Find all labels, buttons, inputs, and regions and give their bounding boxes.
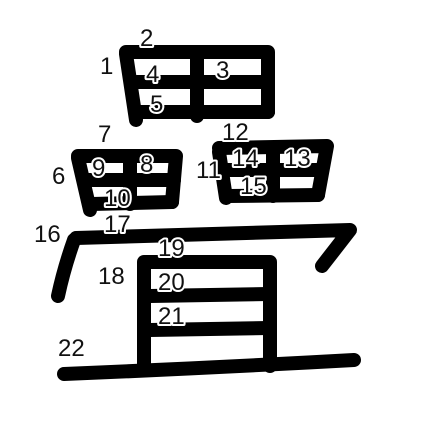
- stroke-number-4: 4: [146, 61, 159, 88]
- stroke-17: [69, 223, 357, 273]
- stroke-number-10: 10: [104, 185, 131, 212]
- stroke-number-2: 2: [140, 25, 153, 52]
- stroke-number-13: 13: [284, 145, 311, 172]
- stroke-10: [85, 195, 179, 211]
- stroke-number-7: 7: [98, 121, 111, 148]
- stroke-number-12: 12: [222, 119, 249, 146]
- stroke-20: [143, 287, 275, 303]
- stroke-number-5: 5: [150, 91, 163, 118]
- stroke-number-22: 22: [58, 335, 85, 362]
- stroke-15: [221, 188, 325, 203]
- stroke-number-9: 9: [92, 155, 105, 182]
- stroke-number-3: 3: [216, 57, 229, 84]
- stroke-21: [143, 321, 275, 337]
- stroke-2: [119, 45, 275, 119]
- stroke-number-21: 21: [158, 303, 185, 330]
- stroke-number-16: 16: [34, 221, 61, 248]
- stroke-number-6: 6: [52, 163, 65, 190]
- stroke-number-17: 17: [104, 211, 131, 238]
- stroke-number-19: 19: [158, 235, 185, 262]
- stroke-number-8: 8: [140, 151, 153, 178]
- stroke-12: [212, 139, 334, 202]
- stroke-16: [51, 233, 81, 303]
- stroke-number-15: 15: [240, 173, 267, 200]
- stroke-number-20: 20: [158, 269, 185, 296]
- stroke-number-1: 1: [100, 53, 113, 80]
- stroke-number-18: 18: [98, 263, 125, 290]
- stroke-22: [57, 353, 361, 381]
- stroke-number-11: 11: [196, 157, 221, 184]
- stroke-number-14: 14: [232, 145, 259, 172]
